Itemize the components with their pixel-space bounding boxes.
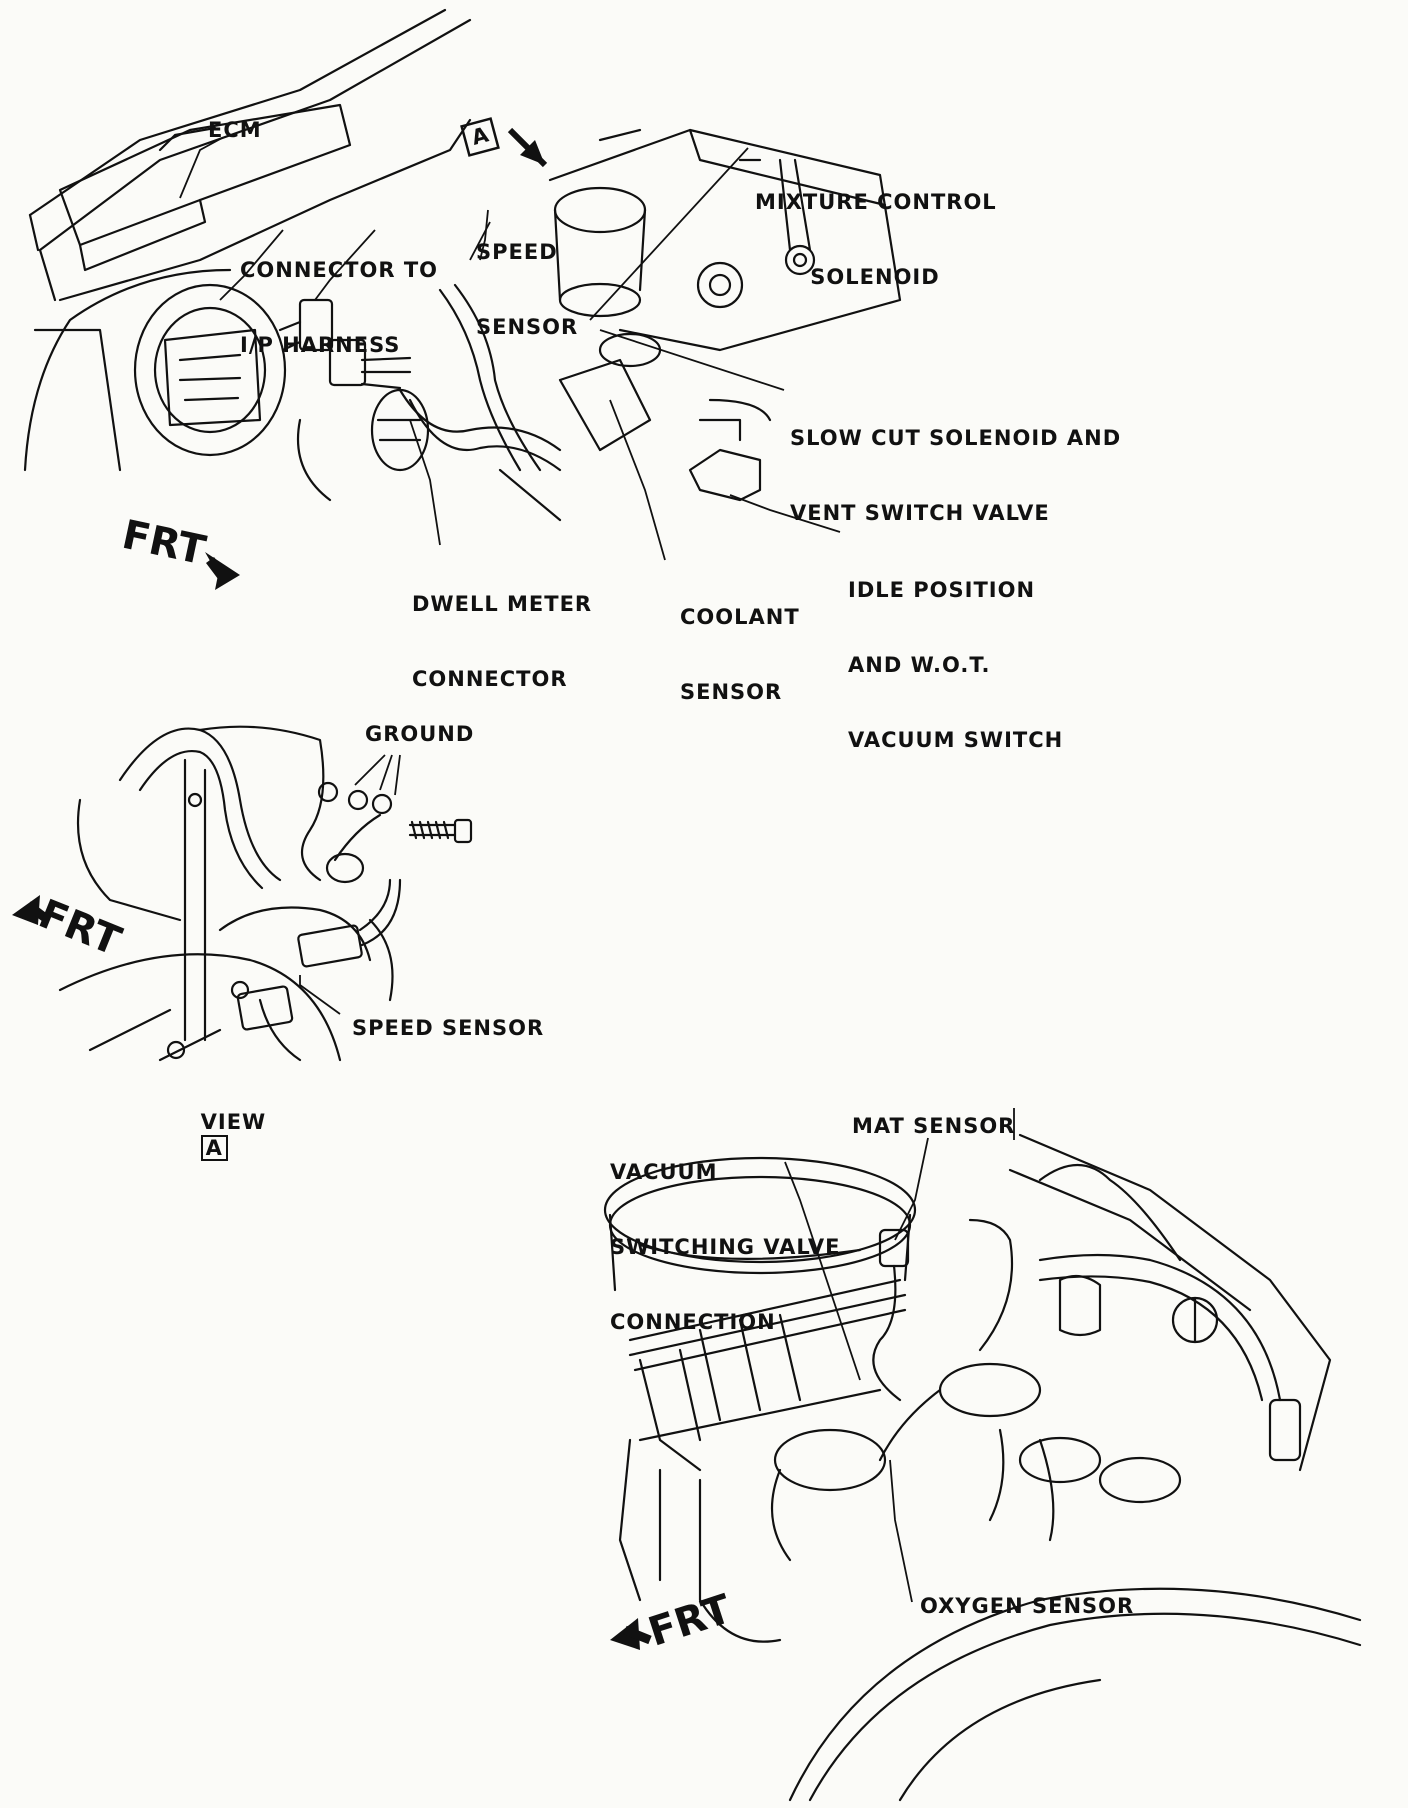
label-mixture-control-line-1: MIXTURE CONTROL bbox=[755, 190, 997, 214]
label-vacuum-line-2: SWITCHING VALVE bbox=[610, 1235, 841, 1259]
label-coolant-sensor: COOLANT SENSOR bbox=[680, 555, 800, 730]
bottom-engine-illustration bbox=[603, 1133, 1362, 1802]
label-view-a: VIEW A bbox=[184, 1085, 266, 1161]
label-speed-sensor-top-line-2: SENSOR bbox=[476, 315, 579, 339]
label-speed-sensor-view-a: SPEED SENSOR bbox=[352, 1016, 545, 1040]
label-speed-sensor-top-line-1: SPEED bbox=[476, 240, 558, 264]
label-vacuum-line-1: VACUUM bbox=[610, 1160, 718, 1184]
label-vacuum-line-3: CONNECTION bbox=[610, 1310, 776, 1334]
label-connector-ip-line-2: I/P HARNESS bbox=[240, 333, 401, 357]
top-leader-lines bbox=[179, 137, 841, 561]
label-view-a-box: A bbox=[200, 1135, 228, 1161]
label-ecm: ECM bbox=[208, 118, 262, 142]
label-mixture-control-solenoid: MIXTURE CONTROL SOLENOID bbox=[755, 140, 997, 315]
label-connector-ip-harness: CONNECTOR TO I/P HARNESS bbox=[240, 208, 438, 383]
label-speed-sensor-top: SPEED SENSOR bbox=[476, 190, 578, 365]
label-slow-cut-solenoid: SLOW CUT SOLENOID AND VENT SWITCH VALVE bbox=[790, 376, 1121, 551]
top-engine-illustration bbox=[23, 8, 902, 522]
label-coolant-line-2: SENSOR bbox=[680, 680, 783, 704]
label-view-word: VIEW bbox=[200, 1110, 267, 1134]
label-mat-sensor: MAT SENSOR bbox=[852, 1114, 1016, 1138]
label-dwell-meter-connector: DWELL METER CONNECTOR bbox=[412, 542, 592, 717]
label-oxygen-sensor: OXYGEN SENSOR bbox=[920, 1594, 1135, 1618]
label-idle-position-line-3: VACUUM SWITCH bbox=[848, 728, 1064, 752]
frt-arrow-bottom bbox=[610, 1618, 652, 1650]
view-a-illustration bbox=[58, 725, 473, 1062]
label-idle-position-line-2: AND W.O.T. bbox=[848, 653, 991, 677]
label-slow-cut-line-2: VENT SWITCH VALVE bbox=[790, 501, 1050, 525]
label-idle-position-line-1: IDLE POSITION bbox=[848, 578, 1036, 602]
bottom-leader-lines bbox=[784, 1108, 1015, 1603]
label-coolant-line-1: COOLANT bbox=[680, 605, 800, 629]
view-a-leader-lines bbox=[299, 754, 401, 1015]
frt-arrow-view-a bbox=[12, 895, 51, 925]
label-dwell-meter-line-2: CONNECTOR bbox=[412, 667, 568, 691]
label-slow-cut-line-1: SLOW CUT SOLENOID AND bbox=[790, 426, 1122, 450]
label-mixture-control-line-2: SOLENOID bbox=[810, 265, 940, 289]
frt-arrow-top bbox=[205, 552, 240, 590]
label-idle-position-switch: IDLE POSITION AND W.O.T. VACUUM SWITCH bbox=[848, 528, 1063, 778]
label-ground: GROUND bbox=[365, 722, 475, 746]
label-connector-ip-line-1: CONNECTOR TO bbox=[240, 258, 439, 282]
label-dwell-meter-line-1: DWELL METER bbox=[412, 592, 593, 616]
label-vacuum-switching-valve: VACUUM SWITCHING VALVE CONNECTION bbox=[610, 1110, 841, 1360]
view-a-pointer bbox=[460, 117, 548, 168]
